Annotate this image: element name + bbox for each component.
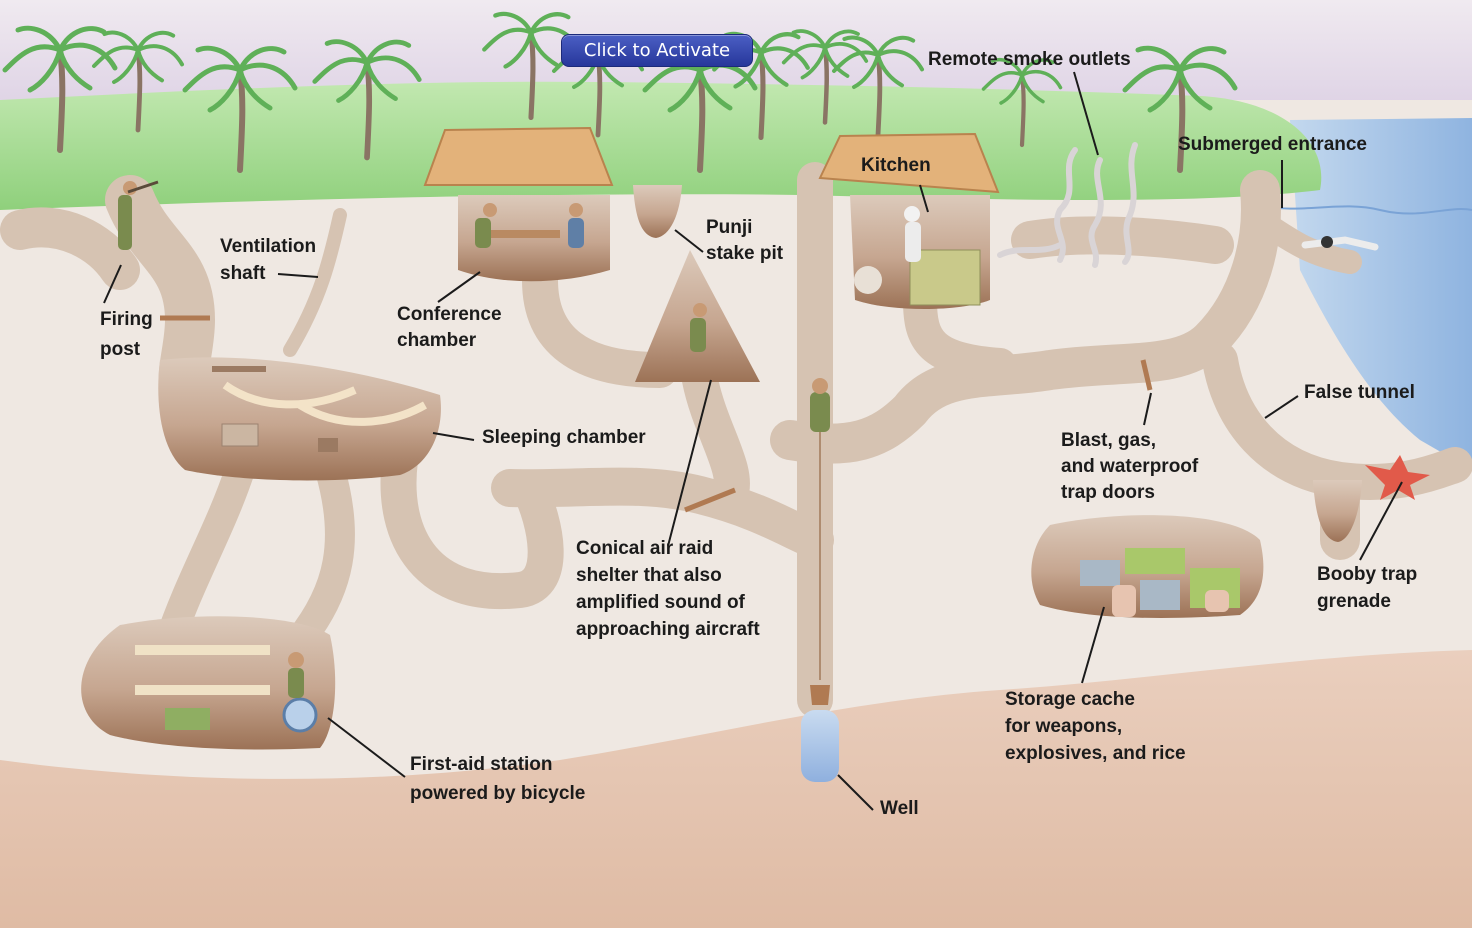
label-conical-shelter: Conical air raid shelter that also ampli… bbox=[576, 535, 760, 643]
label-line: Remote smoke outlets bbox=[928, 47, 1131, 73]
label-line: Booby trap bbox=[1317, 561, 1417, 588]
label-submerged-entrance: Submerged entrance bbox=[1178, 132, 1367, 158]
label-line: shelter that also bbox=[576, 562, 760, 589]
label-line: First-aid station bbox=[410, 750, 585, 779]
label-line: stake pit bbox=[706, 241, 783, 267]
well-water bbox=[801, 710, 839, 782]
label-line: approaching aircraft bbox=[576, 616, 760, 643]
label-line: shaft bbox=[220, 260, 316, 287]
label-line: False tunnel bbox=[1304, 380, 1415, 406]
label-line: and waterproof bbox=[1061, 454, 1198, 480]
label-line: trap doors bbox=[1061, 480, 1198, 506]
label-false-tunnel: False tunnel bbox=[1304, 380, 1415, 406]
label-line: Blast, gas, bbox=[1061, 428, 1198, 454]
label-line: Storage cache bbox=[1005, 686, 1186, 713]
label-line: Well bbox=[880, 796, 919, 822]
click-to-activate-button[interactable]: Click to Activate bbox=[561, 34, 753, 67]
label-trap-doors: Blast, gas, and waterproof trap doors bbox=[1061, 428, 1198, 506]
label-line: amplified sound of bbox=[576, 589, 760, 616]
label-line: for weapons, bbox=[1005, 713, 1186, 740]
label-line: grenade bbox=[1317, 588, 1417, 615]
label-line: Kitchen bbox=[861, 153, 931, 179]
label-first-aid-station: First-aid station powered by bicycle bbox=[410, 750, 585, 808]
label-storage-cache: Storage cache for weapons, explosives, a… bbox=[1005, 686, 1186, 767]
label-line: powered by bicycle bbox=[410, 779, 585, 808]
label-punji-stake-pit: Punji stake pit bbox=[706, 215, 783, 267]
label-well: Well bbox=[880, 796, 919, 822]
label-line: Punji bbox=[706, 215, 783, 241]
label-line: chamber bbox=[397, 328, 502, 354]
label-remote-smoke-outlets: Remote smoke outlets bbox=[928, 47, 1131, 73]
label-ventilation-shaft: Ventilation shaft bbox=[220, 233, 316, 287]
label-booby-trap-grenade: Booby trap grenade bbox=[1317, 561, 1417, 615]
label-line: Sleeping chamber bbox=[482, 425, 646, 451]
label-conference-chamber: Conference chamber bbox=[397, 302, 502, 354]
label-line: explosives, and rice bbox=[1005, 740, 1186, 767]
label-line: Firing bbox=[100, 305, 153, 335]
label-line: post bbox=[100, 335, 153, 365]
label-line: Submerged entrance bbox=[1178, 132, 1367, 158]
label-line: Ventilation bbox=[220, 233, 316, 260]
label-kitchen: Kitchen bbox=[861, 153, 931, 179]
label-firing-post: Firing post bbox=[100, 305, 153, 365]
label-line: Conference bbox=[397, 302, 502, 328]
label-sleeping-chamber: Sleeping chamber bbox=[482, 425, 646, 451]
label-line: Conical air raid bbox=[576, 535, 760, 562]
